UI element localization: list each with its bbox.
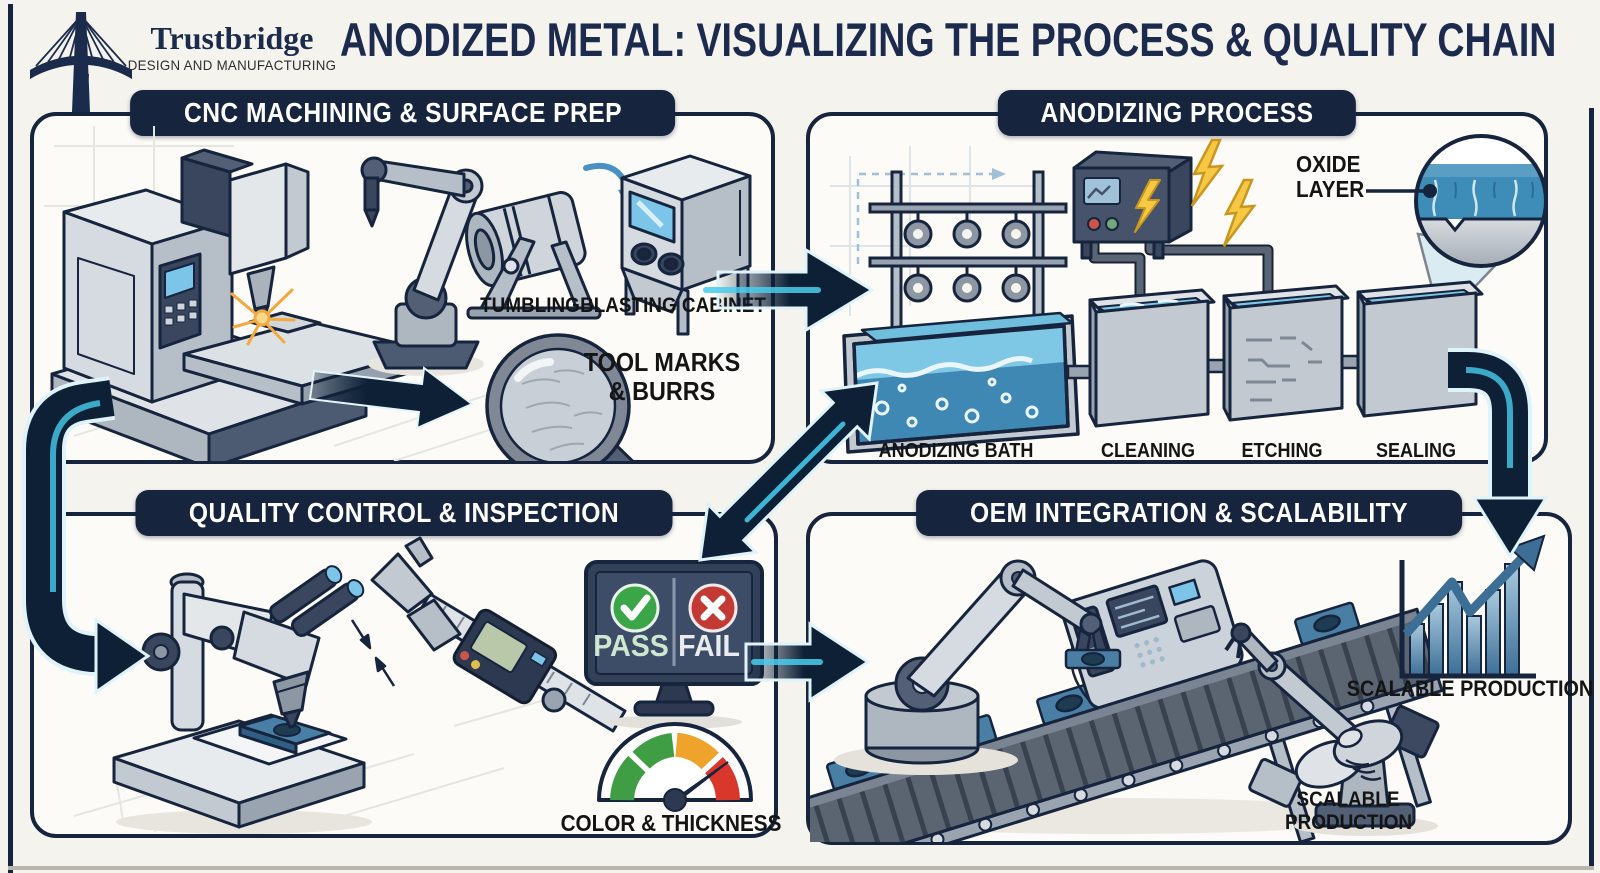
parts-rack-icon xyxy=(868,170,1068,346)
growth-chart-icon xyxy=(1399,534,1546,679)
pass-fail-monitor xyxy=(584,560,764,729)
label-tool-marks: TOOL MARKS & BURRS xyxy=(583,347,741,406)
sparks-icon xyxy=(230,288,296,346)
gauge-needle xyxy=(663,761,729,812)
left-frame-edge xyxy=(8,4,13,873)
pass-check-icon xyxy=(610,583,660,633)
panel-oem-title-pill: OEM INTEGRATION & SCALABILITY xyxy=(916,490,1462,536)
panel-oem-integration: OEM INTEGRATION & SCALABILITY xyxy=(806,490,1572,845)
panel-quality-title: QUALITY CONTROL & INSPECTION xyxy=(188,497,620,528)
gauge-icon xyxy=(597,722,753,812)
etching-tank-icon xyxy=(1222,284,1350,422)
label-sealing: SEALING xyxy=(1375,440,1457,462)
cnc-machine-icon xyxy=(50,148,428,461)
panel-anodizing-title-pill: ANODIZING PROCESS xyxy=(997,90,1357,136)
bridge-logo-icon xyxy=(30,12,132,118)
lightning-icon xyxy=(1190,138,1257,247)
fail-x-icon xyxy=(688,583,738,633)
power-supply-icon xyxy=(1072,150,1193,260)
oem-panel-art xyxy=(810,534,1546,842)
panel-anodizing-title: ANODIZING PROCESS xyxy=(1040,97,1314,128)
brand-tagline: DESIGN AND MANUFACTURING xyxy=(127,57,337,73)
label-anodizing-bath: ANODIZING BATH xyxy=(878,440,1034,462)
label-cleaning: CLEANING xyxy=(1100,440,1196,462)
caliper-icon xyxy=(350,536,627,733)
label-blasting-cabinet: BLASTING CABINET xyxy=(580,294,766,317)
label-pass: PASS xyxy=(593,628,669,663)
label-tumbling: TUMBLING xyxy=(480,294,580,317)
right-frame-edge xyxy=(1589,108,1594,868)
robot-arm-left-icon xyxy=(834,559,1122,775)
tumbling-barrel-icon xyxy=(465,191,602,320)
panel-oem-title: OEM INTEGRATION & SCALABILITY xyxy=(969,497,1409,528)
blueprint-dashed-arrow xyxy=(856,168,1006,264)
brand-name: Trustbridge xyxy=(150,20,314,56)
label-scalable-production-chart: SCALABLE PRODUCTION xyxy=(1346,676,1594,701)
page-title: ANODIZED METAL: VISUALIZING THE PROCESS … xyxy=(340,13,1557,66)
label-fail: FAIL xyxy=(678,628,740,663)
bottom-frame-edge xyxy=(8,866,1594,870)
anodizing-bath-icon xyxy=(842,311,1080,454)
microscope-icon xyxy=(112,565,372,834)
label-oxide-layer: OXIDE LAYER xyxy=(1296,151,1365,202)
cnc-panel-art xyxy=(44,126,752,461)
panel-cnc-title-pill: CNC MACHINING & SURFACE PREP xyxy=(129,90,676,136)
panel-anodizing-process: ANODIZING PROCESS xyxy=(806,90,1548,464)
cleaning-tank-icon xyxy=(1088,288,1216,428)
magnifier-icon xyxy=(485,333,657,461)
panel-quality-control: QUALITY CONTROL & INSPECTION xyxy=(30,490,778,838)
handshake-icon xyxy=(1248,705,1440,808)
process-pipes xyxy=(1088,238,1274,304)
label-scalable-production-handshake: SCALABLE PRODUCTION xyxy=(1285,788,1413,835)
panel-cnc-machining: CNC MACHINING & SURFACE PREP xyxy=(30,90,775,464)
quality-panel-art xyxy=(73,536,764,834)
panel-cnc-title: CNC MACHINING & SURFACE PREP xyxy=(183,97,622,128)
label-color-thickness: COLOR & THICKNESS xyxy=(560,810,782,836)
robot-arm-icon xyxy=(360,156,484,376)
label-etching: ETCHING xyxy=(1241,440,1323,462)
anodizing-panel-art xyxy=(830,134,1545,454)
sealing-tank-icon xyxy=(1356,280,1484,418)
blasting-cabinet-icon xyxy=(620,154,752,336)
panel-quality-title-pill: QUALITY CONTROL & INSPECTION xyxy=(135,490,673,536)
